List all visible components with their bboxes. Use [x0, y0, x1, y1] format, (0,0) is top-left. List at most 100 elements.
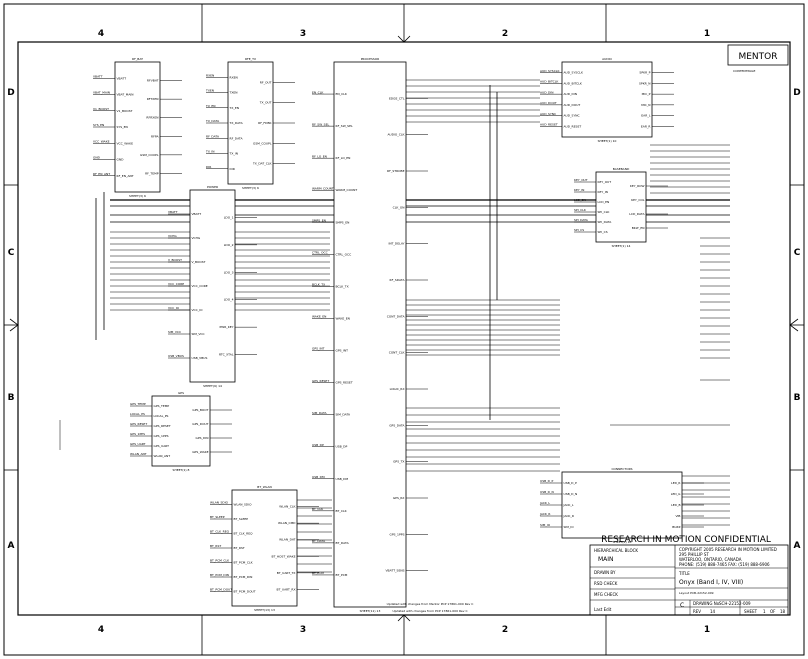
net-label: USB_DM	[312, 475, 325, 479]
net-label: SPI_CS	[574, 228, 584, 232]
pin-right: GPS_DOUT	[192, 422, 208, 426]
pin-right: WLAN_CMD	[278, 521, 296, 525]
net-label: JACK_R	[539, 512, 550, 516]
zone-col-4-top: 4	[98, 29, 104, 39]
pin-right: BKLT_EN	[632, 226, 645, 230]
net-label: SIM_DATA	[312, 411, 328, 415]
note-1: Updated with changes from Mentor PCP 178…	[387, 602, 474, 606]
net-label: RXEN	[206, 73, 214, 77]
pin-left: USB_D_P	[564, 481, 577, 485]
pin-left: TX_IN	[229, 152, 239, 156]
pin-left: KEY_OUT	[598, 180, 612, 184]
pin-right: TX_OUT	[259, 101, 272, 105]
block-title: BASEBAND	[613, 167, 630, 171]
pin-left: USB_DP	[336, 445, 348, 449]
block-sheet-ref: SHEET(3) 6	[129, 194, 146, 198]
net-label: RF_LO_EN	[312, 154, 327, 158]
rev-value: 14	[710, 609, 716, 614]
net-label: GPS_TEMP	[130, 402, 146, 406]
net-label: AUD_DIN	[540, 90, 554, 94]
pin-right: GPS_DATA	[389, 423, 405, 427]
pin-right: VBATT_SENS	[386, 569, 405, 573]
note-2: Updated with changes from PCP 17861-000 …	[392, 609, 467, 613]
pin-right: BT_UART_RX	[277, 587, 296, 591]
center-markers	[9, 35, 799, 622]
pin-left: SIM_IO	[564, 525, 575, 529]
block-sheet-ref: SHEET(9) 14	[203, 384, 222, 388]
net-label: VBATT	[93, 74, 103, 78]
pin-left: VCC_IO	[192, 308, 204, 312]
net-label: SIM_IO	[540, 523, 551, 527]
net-label: SPI_CLK	[574, 208, 587, 212]
pin-left: LOCAL_PS	[154, 414, 169, 418]
mentor-logo-box	[727, 44, 789, 66]
net-label: GPS_INT	[312, 347, 325, 351]
block-title: BT_WLAN	[257, 485, 271, 489]
pin-right: RTC_XTAL	[219, 353, 234, 357]
pin-right: GPS_TX	[393, 460, 404, 464]
pin-right: LDO_2	[224, 243, 234, 247]
pin-right: GSM_COUPL	[253, 141, 272, 145]
pin-left: CTRL_OCC	[336, 252, 352, 256]
pin-left: USB_D_N	[564, 492, 578, 496]
block-title: RFE_TX	[245, 57, 256, 61]
zone-row-b-left: B	[8, 393, 15, 403]
block-sheet-ref: SHEET(11) 13	[360, 609, 381, 613]
net-label: LOCAL_PS	[130, 412, 145, 416]
zone-col-3-top: 3	[300, 29, 306, 39]
net-label: VCC_IO	[168, 306, 180, 310]
zone-row-a-left: A	[8, 541, 15, 551]
pin-left: USB_VBUS	[192, 356, 208, 360]
pin-left: AUD_DIN	[564, 92, 578, 96]
block-title: AUDIO	[602, 57, 612, 61]
pin-right: LED_G	[671, 492, 681, 496]
net-label: GPS_1PPS	[130, 432, 145, 436]
net-label: VBAT_MAIN	[93, 91, 110, 95]
net-label: BT_PCM	[312, 571, 324, 575]
sheet-label: SHEET	[744, 609, 758, 614]
net-label: BT_PCM_CLK	[210, 559, 230, 563]
pin-right: WLAN_DAT	[279, 538, 296, 542]
net-label: SIM_VCC	[168, 330, 181, 334]
title-label: TITLE	[678, 571, 690, 576]
net-label: EN_CLK	[312, 90, 324, 94]
net-label: SPI_DATA	[574, 218, 589, 222]
pin-left: RXEN	[230, 75, 238, 79]
rsd-check: RSD CHECK	[594, 581, 618, 586]
net-label: USB_D_P	[540, 479, 553, 483]
pin-left: VBATT	[192, 212, 202, 216]
pin-right: GPS_1PPS	[390, 532, 405, 536]
pin-left: AUD_RESET	[564, 124, 582, 128]
zone-col-2-bottom: 2	[502, 625, 508, 635]
block-sheet-ref: SHEET(3) 6	[242, 186, 259, 190]
drawing-label: DRAWING No:	[693, 601, 721, 606]
net-label: RF_EN_ANT	[93, 172, 110, 176]
pin-right: SPKR_N	[639, 81, 651, 85]
block-title: PROCESSOR	[361, 57, 380, 61]
zone-row-c-left: C	[8, 248, 15, 258]
hier-block-value: MAIN	[598, 556, 614, 563]
zone-col-3-bottom: 3	[300, 625, 306, 635]
block-sheet-ref: SHEET(1) 14	[612, 244, 631, 248]
net-label: BT_CLK	[312, 507, 324, 511]
pin-left: VCHG	[192, 236, 201, 240]
block-sheet-ref: SHEET(13) 13	[254, 608, 275, 612]
net-label: VBATT	[168, 210, 178, 214]
pin-right: BUZZ	[672, 525, 680, 529]
net-label: DIR	[206, 165, 211, 169]
net-label: SMPS_EN	[312, 218, 326, 222]
net-label: AUD_SYNC	[540, 112, 556, 116]
address-2: WATERLOO, ONTARIO, CANADA	[679, 557, 742, 562]
title-value: Onyx (Band I, IV, VIII)	[679, 579, 743, 586]
pin-left: VBAT_MAIN	[117, 93, 134, 97]
pin-right: INT_DELAY	[388, 242, 404, 246]
pin-left: KEY_IN	[598, 190, 608, 194]
pin-left: BT_SLEEP	[234, 517, 249, 521]
net-label: AUD_SYSCLK	[540, 69, 560, 73]
net-label: BT_CLK_REQ	[210, 530, 230, 534]
